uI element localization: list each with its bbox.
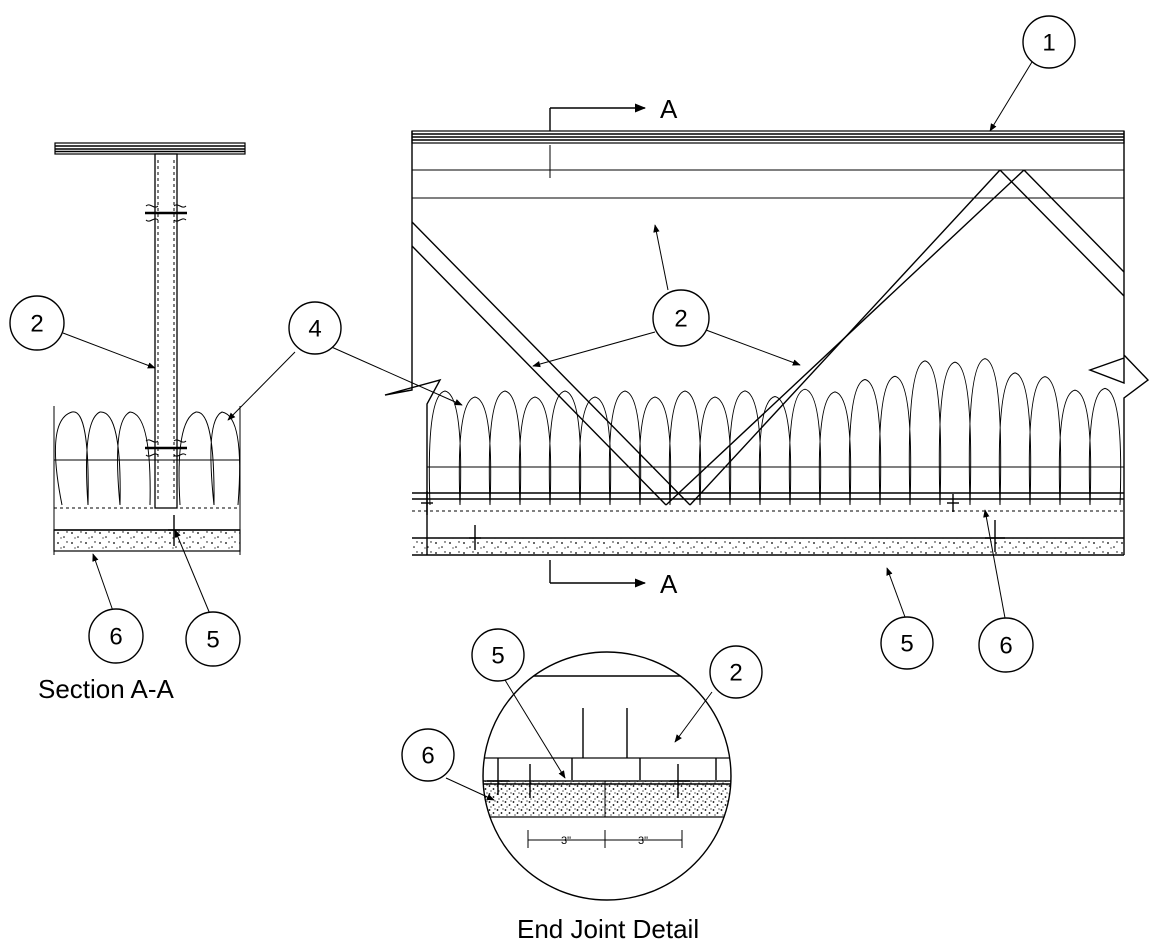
callout-main-2: 2 bbox=[652, 289, 710, 347]
callout-main-6: 6 bbox=[978, 617, 1034, 673]
svg-text:4: 4 bbox=[308, 316, 321, 343]
leader-lines bbox=[62, 56, 1036, 801]
detail-caption: End Joint Detail bbox=[517, 914, 699, 944]
dimension-left: 3" bbox=[561, 835, 571, 847]
callout-det-5: 5 bbox=[471, 628, 525, 682]
section-a-a-view bbox=[53, 142, 246, 555]
section-cut-label-top: A bbox=[660, 94, 678, 124]
callout-main-5: 5 bbox=[880, 616, 934, 670]
callout-sec-4: 4 bbox=[288, 301, 342, 355]
end-joint-detail: 3" 3" bbox=[482, 651, 732, 901]
ceiling-board-section bbox=[53, 507, 241, 552]
truss-webs bbox=[412, 169, 1124, 506]
ceiling-board-elevation bbox=[412, 491, 1124, 555]
insulation-elevation bbox=[427, 358, 1124, 506]
svg-text:2: 2 bbox=[674, 306, 687, 333]
callout-det-2: 2 bbox=[709, 645, 763, 699]
section-cut-line: A A bbox=[549, 94, 678, 599]
callout-main-1: 1 bbox=[1022, 15, 1076, 69]
deck-section bbox=[54, 142, 246, 155]
svg-text:5: 5 bbox=[206, 627, 219, 654]
svg-text:2: 2 bbox=[30, 311, 43, 338]
dimension-right: 3" bbox=[638, 835, 648, 847]
svg-text:5: 5 bbox=[491, 643, 504, 670]
callout-sec-6: 6 bbox=[88, 608, 144, 664]
svg-text:2: 2 bbox=[729, 660, 742, 687]
callout-sec-2: 2 bbox=[9, 295, 65, 351]
section-caption: Section A-A bbox=[38, 674, 175, 704]
svg-text:5: 5 bbox=[900, 631, 913, 658]
callout-sec-5: 5 bbox=[185, 611, 241, 667]
section-cut-label-bottom: A bbox=[660, 569, 678, 599]
callout-det-6: 6 bbox=[401, 728, 455, 782]
svg-text:6: 6 bbox=[109, 624, 122, 651]
svg-text:6: 6 bbox=[421, 743, 434, 770]
elevation-view: A A bbox=[384, 94, 1150, 599]
svg-text:6: 6 bbox=[999, 633, 1012, 660]
svg-text:1: 1 bbox=[1042, 30, 1055, 57]
elevation-outline bbox=[384, 131, 1150, 556]
joist-section bbox=[145, 153, 187, 509]
